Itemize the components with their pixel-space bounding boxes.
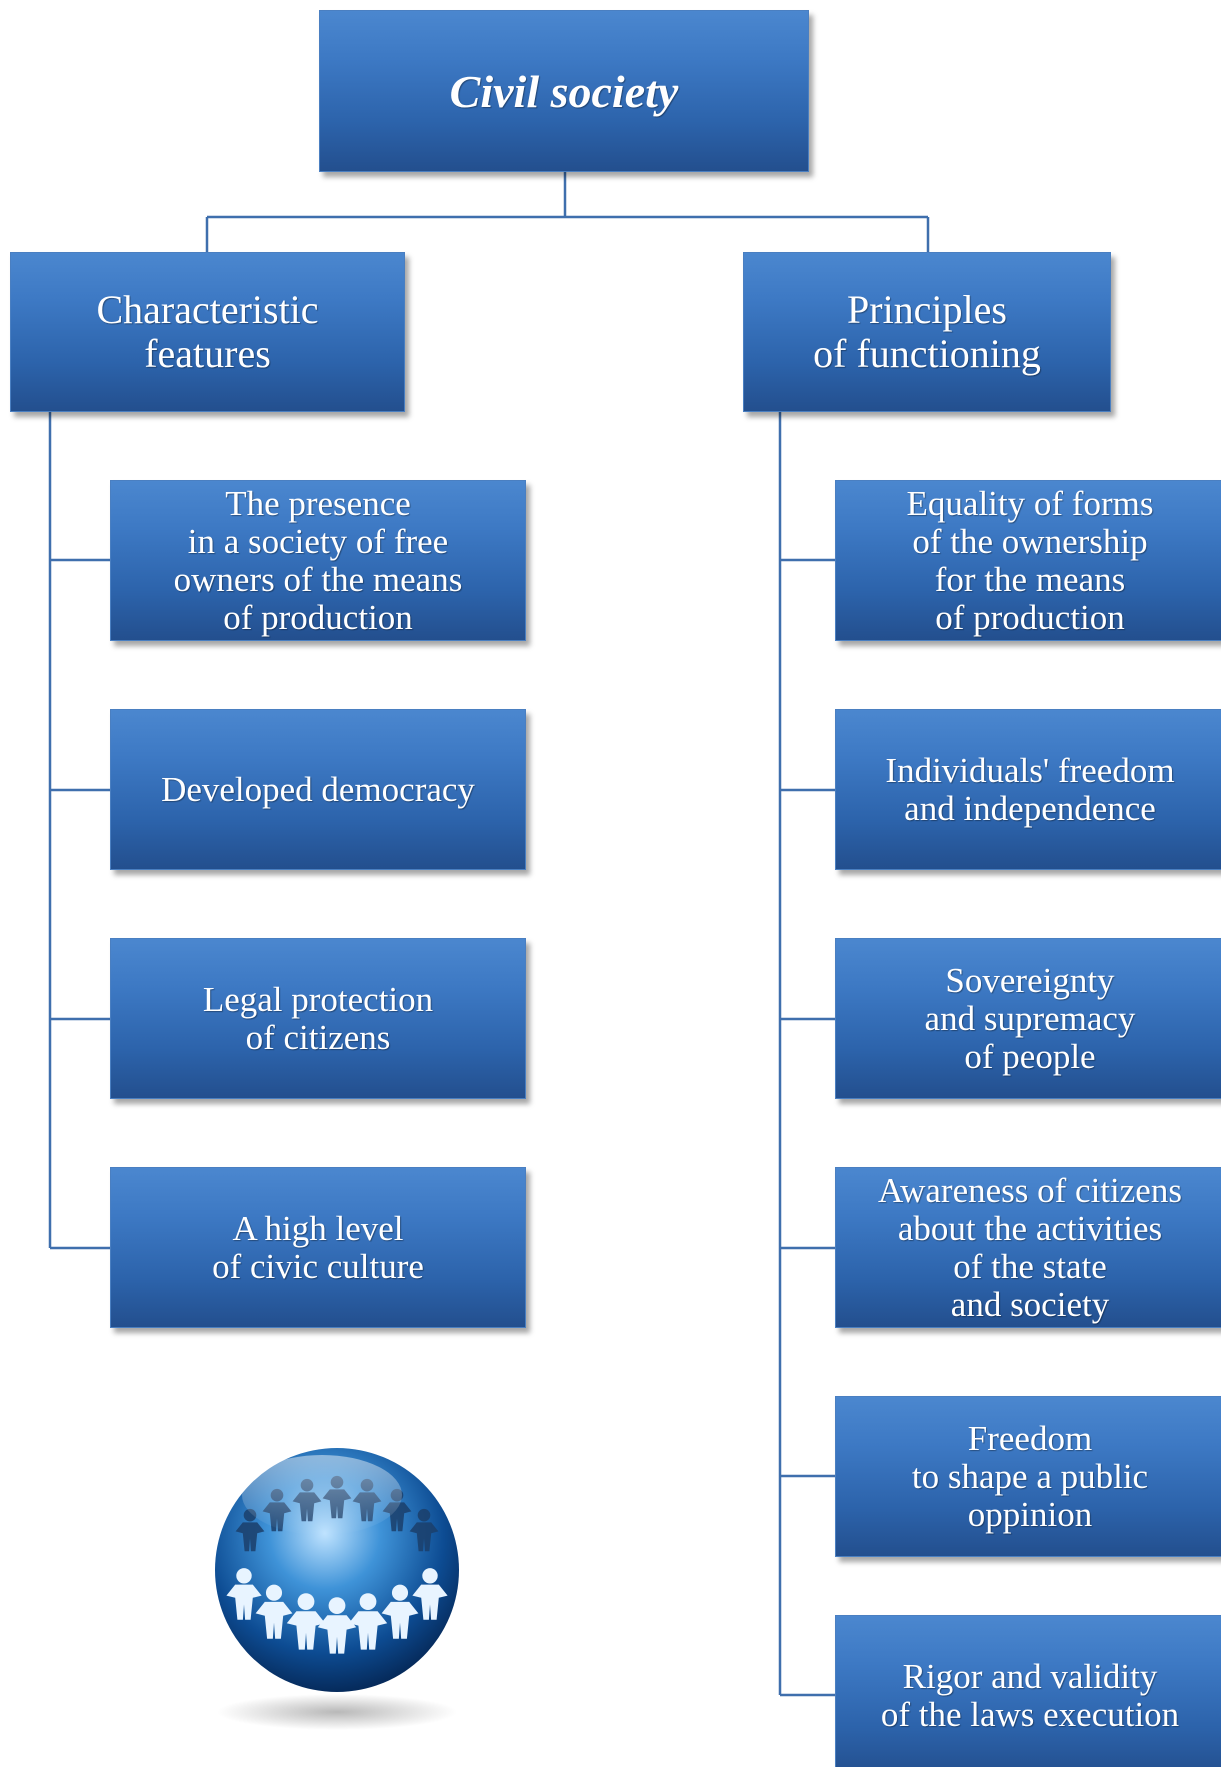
principle-individual-freedom: Individuals' freedom and independence [835,709,1221,870]
principle-equality-of-ownership: Equality of forms of the ownership for t… [835,480,1221,641]
feature-free-owners: The presence in a society of free owners… [110,480,526,641]
root-node: Civil society [319,10,809,172]
globe-people-circle-icon [215,1448,459,1730]
feature-legal-protection: Legal protection of citizens [110,938,526,1099]
branch-principles-of-functioning: Principles of functioning [743,252,1111,412]
principle-public-opinion: Freedom to shape a public oppinion [835,1396,1221,1557]
principle-rigor-of-laws: Rigor and validity of the laws execution [835,1615,1221,1767]
feature-developed-democracy: Developed democracy [110,709,526,870]
feature-civic-culture: A high level of civic culture [110,1167,526,1328]
principle-awareness-of-citizens: Awareness of citizens about the activiti… [835,1167,1221,1328]
branch-characteristic-features: Characteristic features [10,252,405,412]
principle-sovereignty: Sovereignty and supremacy of people [835,938,1221,1099]
